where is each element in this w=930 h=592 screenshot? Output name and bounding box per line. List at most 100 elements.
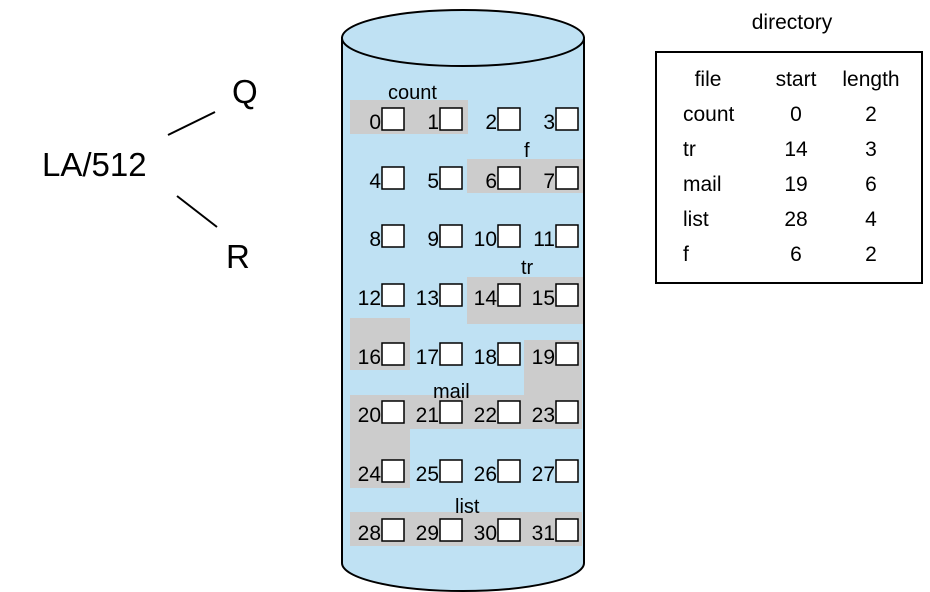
block-number-30: 30	[474, 522, 497, 545]
label-list: list	[455, 496, 480, 518]
address-formula: LA/512 Q R	[42, 73, 258, 275]
block-number-9: 9	[427, 228, 439, 251]
cylinder-top	[341, 9, 585, 67]
block-number-18: 18	[474, 346, 497, 369]
block-box-10	[497, 224, 521, 248]
block-box-13	[439, 283, 463, 307]
block-box-16	[381, 342, 405, 366]
block-box-23	[555, 400, 579, 424]
directory-cell-file: mail	[683, 173, 722, 196]
block-number-27: 27	[532, 463, 555, 486]
block-number-6: 6	[485, 170, 497, 193]
block-number-20: 20	[358, 404, 381, 427]
directory-cell-file: tr	[683, 138, 696, 161]
block-number-25: 25	[416, 463, 439, 486]
directory-cell-file: f	[683, 243, 689, 266]
block-number-10: 10	[474, 228, 497, 251]
block-number-8: 8	[369, 228, 381, 251]
block-box-3	[555, 107, 579, 131]
block-box-7	[555, 166, 579, 190]
block-box-24	[381, 459, 405, 483]
remainder-connector-line	[176, 195, 218, 228]
directory-cell-start: 28	[784, 208, 807, 231]
label-tr: tr	[521, 257, 534, 279]
block-number-11: 11	[533, 228, 555, 251]
block-box-5	[439, 166, 463, 190]
block-number-29: 29	[416, 522, 439, 545]
directory-cell-start: 19	[784, 173, 807, 196]
disk-file-labels: count f tr mail list	[388, 82, 534, 518]
block-number-26: 26	[474, 463, 497, 486]
label-count: count	[388, 82, 437, 104]
block-number-7: 7	[543, 170, 555, 193]
block-box-31	[555, 518, 579, 542]
block-number-17: 17	[416, 346, 439, 369]
directory-box	[655, 51, 923, 284]
block-box-9	[439, 224, 463, 248]
block-box-4	[381, 166, 405, 190]
directory-cell-length: 2	[865, 243, 877, 266]
directory-rows: count 0 2 tr 14 3 mail 19 6 list 28 4 f 6 2	[683, 103, 877, 266]
column-header-file: file	[695, 68, 722, 91]
column-header-length: length	[842, 68, 899, 91]
block-number-3: 3	[543, 111, 555, 134]
directory-table: directory file start length count 0 2 tr 14 3…	[655, 11, 923, 284]
block-number-1: 1	[427, 111, 439, 134]
formula-expression: LA/512	[42, 146, 147, 183]
block-box-28	[381, 518, 405, 542]
directory-cell-length: 4	[865, 208, 877, 231]
block-number-24: 24	[358, 463, 382, 486]
block-box-6	[497, 166, 521, 190]
block-box-12	[381, 283, 405, 307]
block-box-25	[439, 459, 463, 483]
formula-quotient: Q	[232, 73, 258, 110]
directory-cell-start: 0	[790, 103, 802, 126]
directory-cell-start: 14	[784, 138, 808, 161]
directory-cell-start: 6	[790, 243, 802, 266]
block-number-12: 12	[358, 287, 381, 310]
block-box-11	[555, 224, 579, 248]
column-header-start: start	[776, 68, 817, 91]
block-box-21	[439, 400, 463, 424]
block-number-15: 15	[532, 287, 555, 310]
block-number-31: 31	[532, 522, 555, 545]
block-box-20	[381, 400, 405, 424]
directory-title: directory	[752, 11, 833, 34]
block-number-22: 22	[474, 404, 497, 427]
directory-cell-file: count	[683, 103, 735, 126]
block-box-30	[497, 518, 521, 542]
block-number-23: 23	[532, 404, 555, 427]
label-f: f	[524, 140, 530, 162]
block-number-16: 16	[358, 346, 381, 369]
block-number-21: 21	[416, 404, 439, 427]
block-box-22	[497, 400, 521, 424]
formula-remainder: R	[226, 238, 250, 275]
block-number-28: 28	[358, 522, 381, 545]
block-box-14	[497, 283, 521, 307]
quotient-connector-line	[167, 111, 216, 136]
block-box-19	[555, 342, 579, 366]
block-number-2: 2	[485, 111, 497, 134]
block-number-0: 0	[369, 111, 381, 134]
directory-cell-length: 6	[865, 173, 877, 196]
block-box-1	[439, 107, 463, 131]
block-number-4: 4	[369, 170, 381, 193]
directory-cell-file: list	[683, 208, 709, 231]
label-mail: mail	[433, 381, 470, 403]
block-number-13: 13	[416, 287, 439, 310]
block-box-17	[439, 342, 463, 366]
block-box-15	[555, 283, 579, 307]
block-box-26	[497, 459, 521, 483]
block-number-19: 19	[532, 346, 555, 369]
directory-cell-length: 2	[865, 103, 877, 126]
block-box-2	[497, 107, 521, 131]
block-box-18	[497, 342, 521, 366]
block-box-0	[381, 107, 405, 131]
block-box-8	[381, 224, 405, 248]
block-box-29	[439, 518, 463, 542]
directory-cell-length: 3	[865, 138, 877, 161]
block-number-5: 5	[427, 170, 439, 193]
